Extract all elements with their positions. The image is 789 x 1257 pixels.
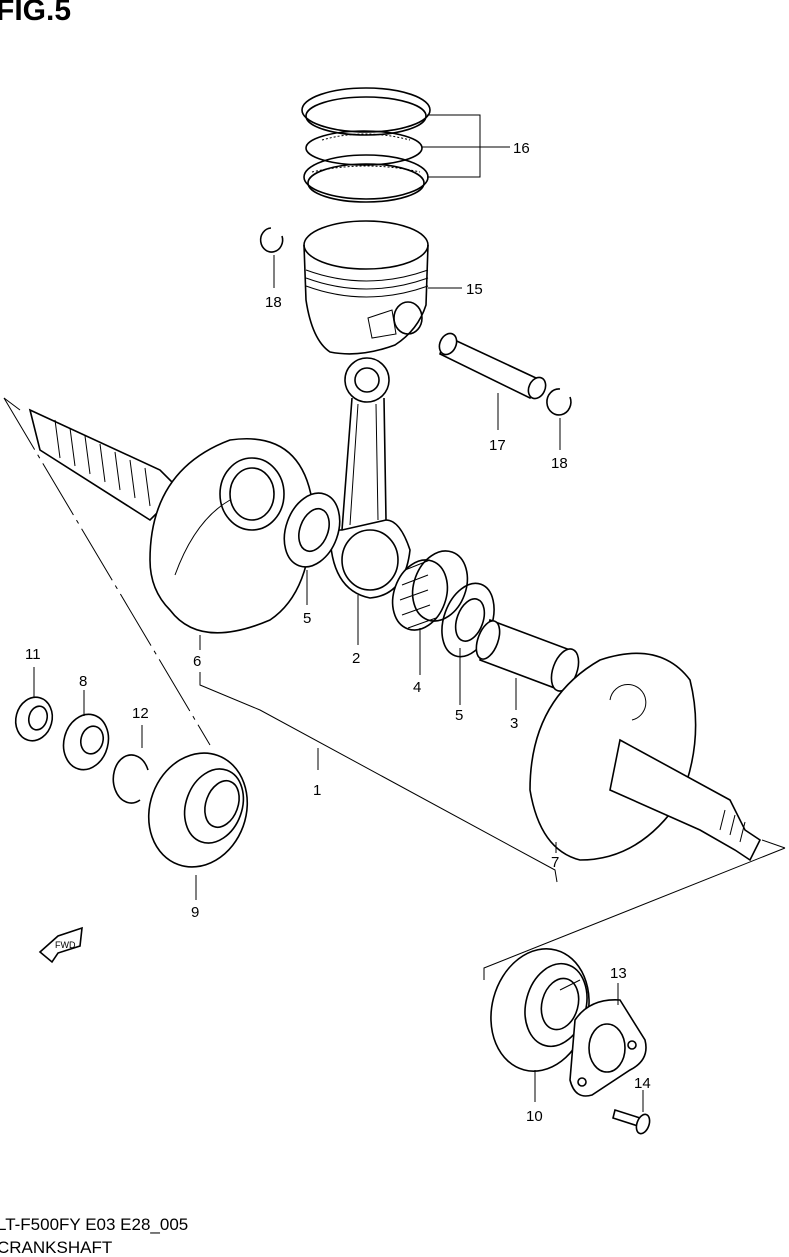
fwd-label: FWD <box>55 940 76 950</box>
left-crank-web[interactable] <box>28 408 313 634</box>
crank-pin[interactable] <box>472 618 584 695</box>
callout-12: 12 <box>132 705 149 722</box>
model-code: LT-F500FY E03 E28_005 <box>0 1215 189 1234</box>
callout-3: 3 <box>510 715 518 732</box>
callout-18-right: 18 <box>551 455 568 472</box>
callout-1: 1 <box>313 782 321 799</box>
callout-14: 14 <box>634 1075 651 1092</box>
forward-direction-arrow-icon: FWD <box>38 926 83 964</box>
callout-16: 16 <box>513 140 530 157</box>
callout-5-left: 5 <box>303 610 311 627</box>
connecting-rod[interactable] <box>329 357 411 599</box>
crankshaft-bearing-left[interactable] <box>133 739 263 881</box>
leader-lines <box>3 114 786 1112</box>
callout-4: 4 <box>413 679 421 696</box>
callout-8: 8 <box>79 673 87 690</box>
figure-title: FIG.5 <box>0 0 72 27</box>
small-ball-bearing[interactable] <box>58 709 115 774</box>
callout-2: 2 <box>352 650 360 667</box>
oil-seal-small[interactable] <box>11 693 57 745</box>
piston-rings[interactable] <box>301 87 431 203</box>
piston-pin-circlip-left[interactable] <box>259 227 284 253</box>
right-crank-web[interactable] <box>529 652 762 862</box>
bearing-retainer-plate[interactable] <box>569 999 647 1097</box>
callout-5-right: 5 <box>455 707 463 724</box>
callout-17: 17 <box>489 437 506 454</box>
callout-9: 9 <box>191 904 199 921</box>
piston-pin[interactable] <box>436 331 549 402</box>
piston[interactable] <box>303 220 429 355</box>
callout-15: 15 <box>466 281 483 298</box>
retainer-screw[interactable] <box>612 1108 652 1135</box>
callout-10: 10 <box>526 1108 543 1125</box>
callout-11: 11 <box>25 646 41 663</box>
callout-7: 7 <box>551 854 559 871</box>
callout-6: 6 <box>193 653 201 670</box>
crank-pin-needle-bearing[interactable] <box>383 543 476 637</box>
callout-13: 13 <box>610 965 627 982</box>
callout-18-left: 18 <box>265 294 282 311</box>
section-name: CRANKSHAFT <box>0 1238 113 1257</box>
piston-pin-circlip-right[interactable] <box>546 388 572 416</box>
crank-thrust-washer-left[interactable] <box>275 485 350 574</box>
bearing-circlip[interactable] <box>112 754 149 804</box>
